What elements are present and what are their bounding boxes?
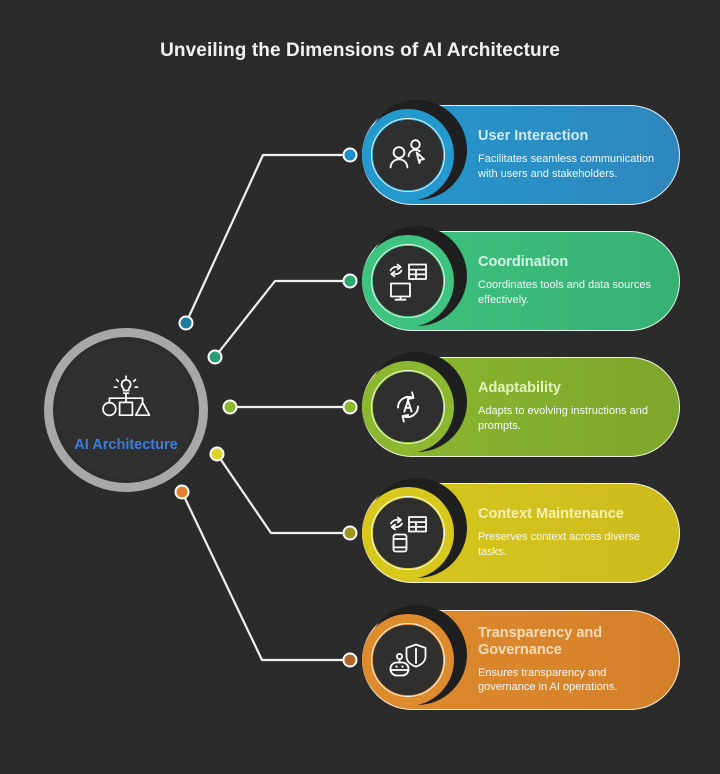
badge-hairline [371,496,445,570]
connector-path-5 [180,490,346,662]
card-dot-5 [342,652,358,668]
card-dot-4 [342,525,358,541]
card-title: Adaptability [478,380,561,397]
badge-core [373,120,443,190]
card-description: Adapts to evolving instructions and prom… [478,404,648,432]
card-dot-3 [342,399,358,415]
card-dot-2 [342,273,358,289]
users-cursor-icon [386,135,430,175]
card-badge-3 [362,361,454,453]
badge-hairline [371,370,445,444]
badge-ring [362,235,454,327]
monitor-table-sync-icon [386,260,430,302]
card-badge-5 [362,614,454,706]
badge-ring [362,614,454,706]
hub-dot-3 [222,399,238,415]
card-description: Preserves context across diverse tasks. [478,530,641,558]
badge-hairline [371,623,445,697]
hub-node[interactable]: AI Architecture [44,328,208,492]
badge-core [373,372,443,442]
badge-hairline [371,244,445,318]
card-badge-4 [362,487,454,579]
hub-label: AI Architecture [74,437,178,453]
connector-path-1 [184,153,346,325]
hub-dot-5 [174,484,190,500]
badge-ring [362,109,454,201]
hub-inner: AI Architecture [57,341,195,479]
hub-dot-2 [207,349,223,365]
adaptive-refresh-a-icon [387,386,429,428]
card-description: Coordinates tools and data sources effec… [478,278,652,306]
badge-core [373,246,443,316]
badge-ring [362,361,454,453]
card-title: Transparency and Governance [478,624,603,659]
badge-ring [362,487,454,579]
card-title: Context Maintenance [478,506,624,523]
robot-shield-icon [386,639,430,681]
card-dot-1 [342,147,358,163]
connector-path-2 [213,279,346,359]
phone-table-transfer-icon [386,512,430,554]
card-description: Ensures transparency and governance in A… [478,666,618,694]
card-badge-1 [362,109,454,201]
hub-dot-1 [178,315,194,331]
page-title: Unveiling the Dimensions of AI Architect… [160,40,560,61]
hub-dot-4 [209,446,225,462]
badge-hairline [371,118,445,192]
card-title: Coordination [478,254,569,271]
card-title: User Interaction [478,128,589,145]
badge-core [373,625,443,695]
card-badge-2 [362,235,454,327]
ai-architecture-hierarchy-icon [96,373,156,425]
connector-path-4 [215,452,346,535]
badge-core [373,498,443,568]
card-description: Facilitates seamless communication with … [478,152,655,180]
